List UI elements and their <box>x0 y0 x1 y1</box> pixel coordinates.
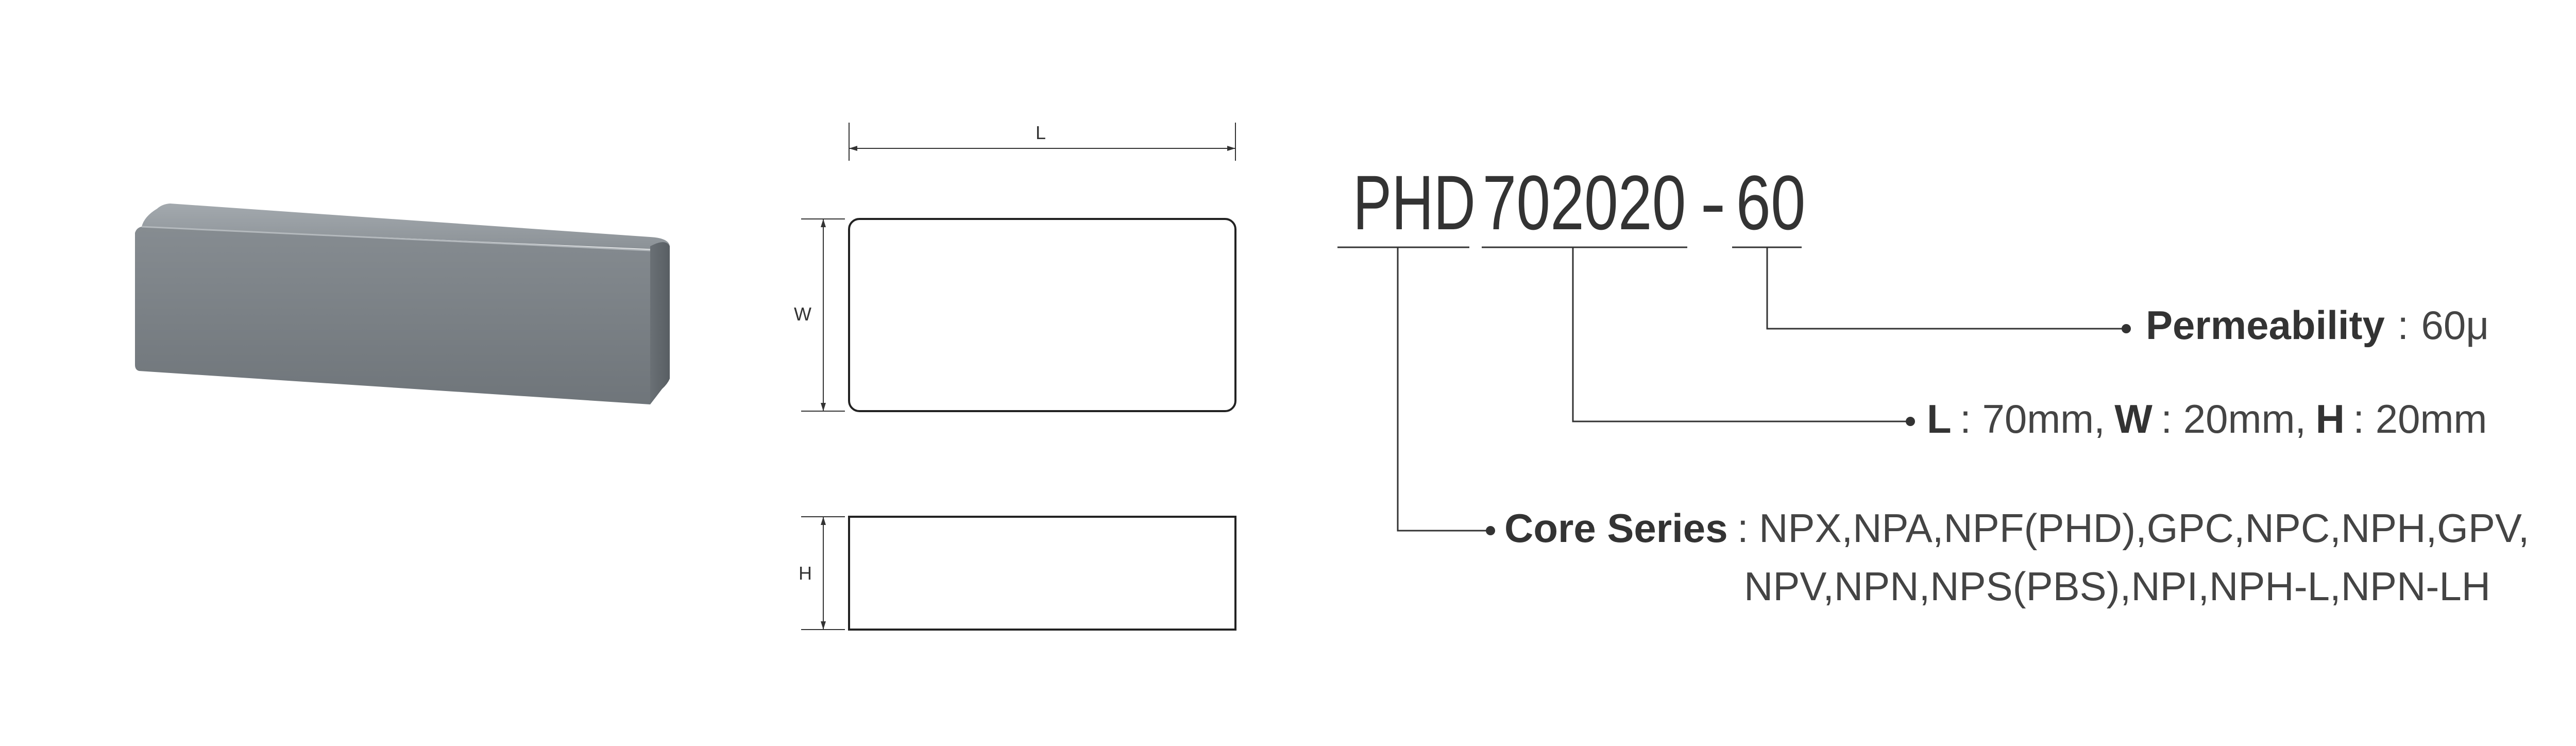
svg-text:L : 70mm, W: L : 70mm, W : 20mm, H : 20mm <box>1927 396 2487 442</box>
size-w-key: W <box>2114 396 2153 442</box>
permeability-value: 60μ <box>2421 302 2489 348</box>
core-series-line2: NPV,NPN,NPS(PBS),NPI,NPH-L,NPN-LH <box>1744 564 2490 609</box>
length-label: L <box>1036 122 1046 143</box>
core-series-key: Core Series <box>1504 505 1728 551</box>
size-w-value: : 20mm, <box>2161 396 2306 442</box>
size-h-key: H <box>2316 396 2345 442</box>
core-series-colon: : <box>1737 505 1749 551</box>
ferrite-core-3d-image <box>135 204 670 404</box>
size-leader <box>1572 247 1909 422</box>
permeability-colon: : <box>2397 302 2409 348</box>
core-series-line1: NPX,NPA,NPF(PHD),GPC,NPC,NPH,GPV, <box>1759 505 2529 551</box>
spec-permeability: Permeability : 60μ <box>2146 302 2489 348</box>
core-top-face <box>142 204 670 250</box>
top-view-drawing: L W <box>794 122 1236 412</box>
permeability-key: Permeability <box>2146 302 2385 348</box>
width-label: W <box>794 303 811 325</box>
series-leader <box>1397 247 1489 532</box>
size-l-value: : 70mm, <box>1960 396 2105 442</box>
code-size: 702020 <box>1483 159 1686 246</box>
spec-core-series: Core Series : NPX,NPA,NPF(PHD),GPC,NPC,N… <box>1504 505 2529 609</box>
svg-text:Permeability :: Permeability : 60μ <box>2146 302 2489 348</box>
size-h-value: : 20mm <box>2353 396 2487 442</box>
part-number-code: PHD 702020 - 60 <box>1337 159 1806 248</box>
core-front-face <box>135 227 650 404</box>
spec-size: L : 70mm, W : 20mm, H : 20mm <box>1927 396 2487 442</box>
permeability-leader <box>1766 247 2125 330</box>
height-label: H <box>799 563 812 584</box>
side-view-drawing: H <box>799 516 1236 631</box>
code-series: PHD <box>1353 159 1476 246</box>
code-permeability: 60 <box>1736 159 1806 246</box>
core-edge-highlight <box>141 226 651 251</box>
size-leader-dot <box>1906 417 1915 426</box>
top-view-outline <box>848 218 1236 412</box>
code-separator: - <box>1700 159 1726 246</box>
size-l-key: L <box>1927 396 1952 442</box>
side-view-outline <box>848 516 1236 631</box>
svg-text:Core Series :: Core Series : NPX,NPA,NPF(PHD),GPC,NPC,N… <box>1504 505 2529 551</box>
permeability-leader-dot <box>2122 324 2131 333</box>
leader-lines <box>1397 247 2125 532</box>
core-side-face <box>650 242 670 404</box>
series-leader-dot <box>1486 526 1495 535</box>
